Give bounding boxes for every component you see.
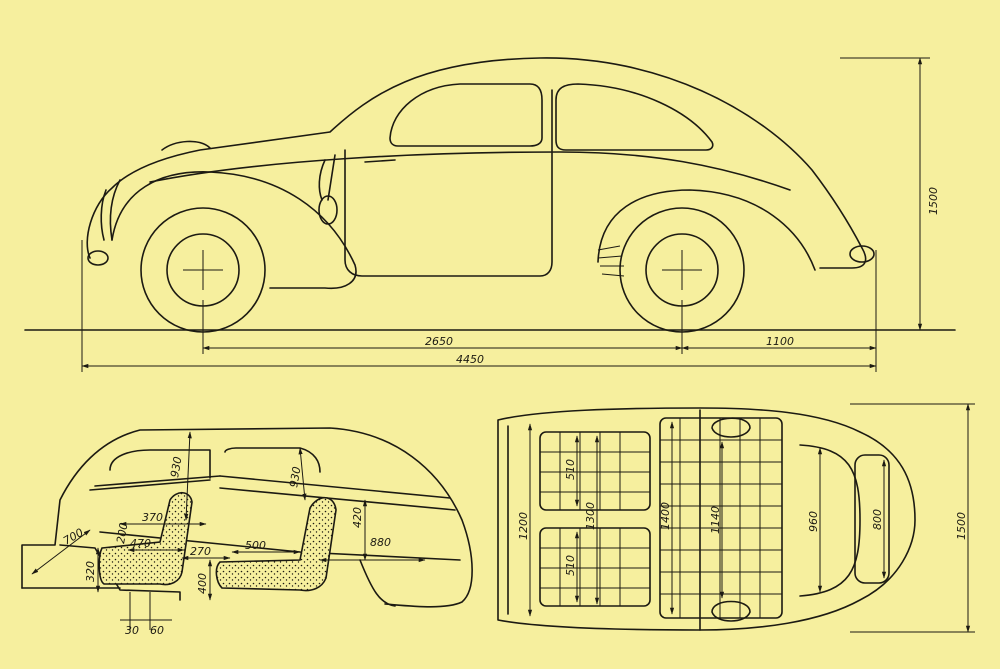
front-headroom-label: 930 bbox=[168, 456, 184, 479]
plan-body-outline bbox=[497, 407, 916, 631]
plan-view: 1200 510 1300 510 1400 1140 960 800 1500 bbox=[497, 403, 975, 633]
rear-overhang-label: 1100 bbox=[766, 335, 794, 348]
overall-width-label: 1500 bbox=[955, 512, 968, 540]
offset-30-label: 30 bbox=[125, 624, 139, 637]
offset-60-label: 60 bbox=[150, 624, 164, 637]
rear-wheel-center bbox=[662, 250, 702, 290]
rear-bench-width-label: 1140 bbox=[709, 506, 722, 534]
section-body-outline bbox=[21, 427, 473, 608]
window-sill bbox=[219, 475, 456, 511]
section-rear-window bbox=[224, 447, 321, 473]
door-handle bbox=[364, 159, 396, 163]
right-seat-width-label: 510 bbox=[564, 555, 577, 576]
front-interior-width-label: 1300 bbox=[584, 502, 597, 530]
rear-height-label: 420 bbox=[351, 507, 364, 528]
front-bumper bbox=[87, 250, 109, 266]
side-vent bbox=[318, 154, 336, 201]
front-wheel-center bbox=[183, 250, 223, 290]
right-wheel-arch bbox=[711, 600, 751, 622]
overall-height-label: 1500 bbox=[927, 187, 940, 215]
rear-seat bbox=[215, 496, 337, 592]
rear-width-label: 880 bbox=[370, 536, 391, 549]
legroom-label: 700 bbox=[61, 526, 86, 548]
left-wheel-arch bbox=[711, 417, 751, 438]
front-fender bbox=[111, 171, 357, 290]
rear-bench bbox=[659, 417, 783, 619]
car-body-outline bbox=[86, 57, 867, 269]
rear-bumper bbox=[849, 245, 875, 263]
door-outline bbox=[344, 89, 553, 277]
side-view: 2650 1100 4450 1500 bbox=[24, 57, 956, 372]
rear-headroom-label: 930 bbox=[287, 466, 303, 489]
section-front-window bbox=[109, 449, 211, 479]
grille bbox=[100, 179, 121, 241]
front-track-label: 1200 bbox=[517, 512, 530, 540]
rear-floor-label: 400 bbox=[196, 573, 209, 594]
seat-gap-label: 270 bbox=[190, 545, 211, 558]
rear-interior-width-label: 1400 bbox=[659, 502, 672, 530]
belt-line bbox=[149, 151, 791, 191]
front-floor-label: 320 bbox=[84, 561, 97, 582]
overall-length-label: 4450 bbox=[456, 353, 484, 366]
rear-window-plan bbox=[854, 454, 890, 584]
section-view: 930 930 370 700 200 470 270 500 420 880 … bbox=[21, 427, 473, 637]
dashboard bbox=[89, 475, 221, 491]
rear-window-width-label: 800 bbox=[871, 509, 884, 530]
hood-ornament bbox=[161, 140, 211, 151]
seat-depth-label: 370 bbox=[142, 511, 163, 524]
wheelbase-label: 2650 bbox=[425, 335, 453, 348]
rear-fender bbox=[597, 189, 816, 271]
front-seat-width-label: 470 bbox=[130, 537, 151, 550]
front-left-seat-pad bbox=[539, 431, 651, 511]
rear-seat-width-label: 500 bbox=[245, 539, 266, 552]
rear-compartment bbox=[799, 444, 861, 597]
left-seat-width-label: 510 bbox=[564, 459, 577, 480]
seat-angle-label: 200 bbox=[114, 522, 130, 545]
fender-skirt-hatch bbox=[597, 245, 625, 277]
rear-window bbox=[555, 83, 714, 151]
front-window bbox=[389, 83, 543, 147]
rear-wheel-arch bbox=[359, 559, 396, 607]
rear-track-label: 960 bbox=[807, 511, 820, 532]
front-right-seat-pad bbox=[539, 527, 651, 607]
